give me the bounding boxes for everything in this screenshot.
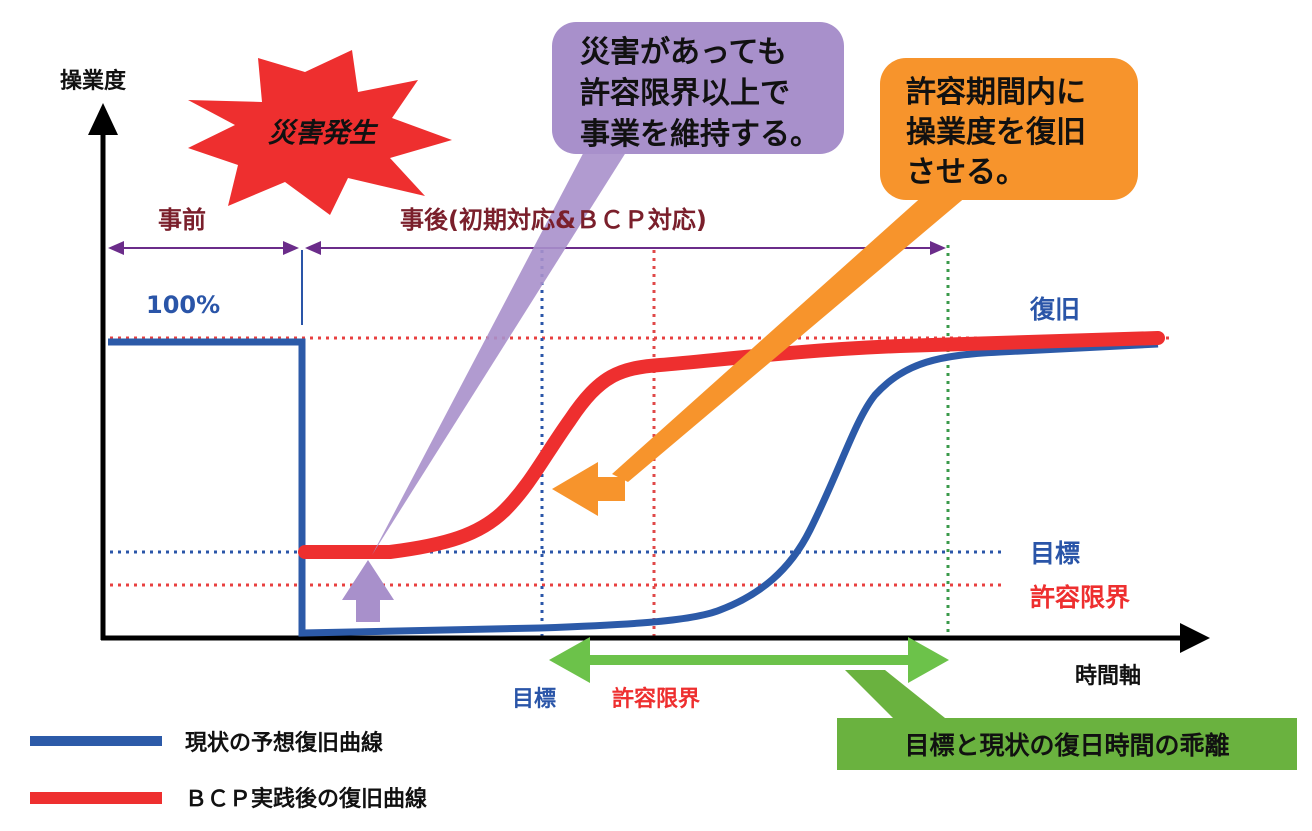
level-100-label: 100% xyxy=(146,291,220,319)
before-bracket-right-head xyxy=(283,241,299,255)
gap-arrow-left-head xyxy=(549,637,590,683)
orange-callout-line-1: 許容期間内に xyxy=(906,75,1086,110)
legend-bcp-label: ＢＣＰ実践後の復旧曲線 xyxy=(185,786,427,812)
disaster-label: 災害発生 xyxy=(268,118,379,149)
purple-callout-pointer xyxy=(372,125,640,555)
purple-callout-line-3: 事業を維持する。 xyxy=(580,117,820,152)
before-bracket-left-head xyxy=(108,241,124,255)
orange-callout-line-3: させる。 xyxy=(906,155,1026,190)
x-axis-arrowhead xyxy=(1180,623,1210,653)
tolerance-time-label: 許容限界 xyxy=(612,686,700,712)
after-bracket-left-head xyxy=(305,241,321,255)
current-recovery-curve xyxy=(108,338,1159,637)
target-time-label: 目標 xyxy=(512,687,556,712)
disaster-burst-shape xyxy=(188,50,452,215)
after-label: 事後(初期対応&ＢＣＰ対応) xyxy=(400,206,707,234)
before-label: 事前 xyxy=(158,206,206,234)
orange-callout-box xyxy=(880,58,1138,200)
purple-up-arrow xyxy=(342,560,394,622)
gap-box-text: 目標と現状の復日時間の乖離 xyxy=(904,731,1229,760)
recovery-label: 復旧 xyxy=(1029,295,1080,324)
y-axis-label: 操業度 xyxy=(60,68,127,94)
after-bracket-right-head xyxy=(930,241,946,255)
y-axis-arrowhead xyxy=(88,103,118,135)
gap-arrow-right-head xyxy=(908,637,949,683)
purple-callout-line-2: 許容限界以上で xyxy=(580,76,790,111)
gap-box xyxy=(837,718,1297,770)
orange-left-arrow xyxy=(552,462,625,516)
purple-callout-line-1: 災害があっても xyxy=(580,35,787,70)
tolerance-level-label: 許容限界 xyxy=(1030,583,1130,612)
gap-box-pointer xyxy=(845,670,960,730)
x-axis-label: 時間軸 xyxy=(1075,663,1141,689)
orange-callout-line-2: 操業度を復旧 xyxy=(906,115,1086,150)
purple-callout-box xyxy=(552,22,844,154)
legend-current-label: 現状の予想復旧曲線 xyxy=(185,730,383,756)
target-level-label: 目標 xyxy=(1030,539,1080,568)
orange-callout-pointer xyxy=(612,185,980,482)
